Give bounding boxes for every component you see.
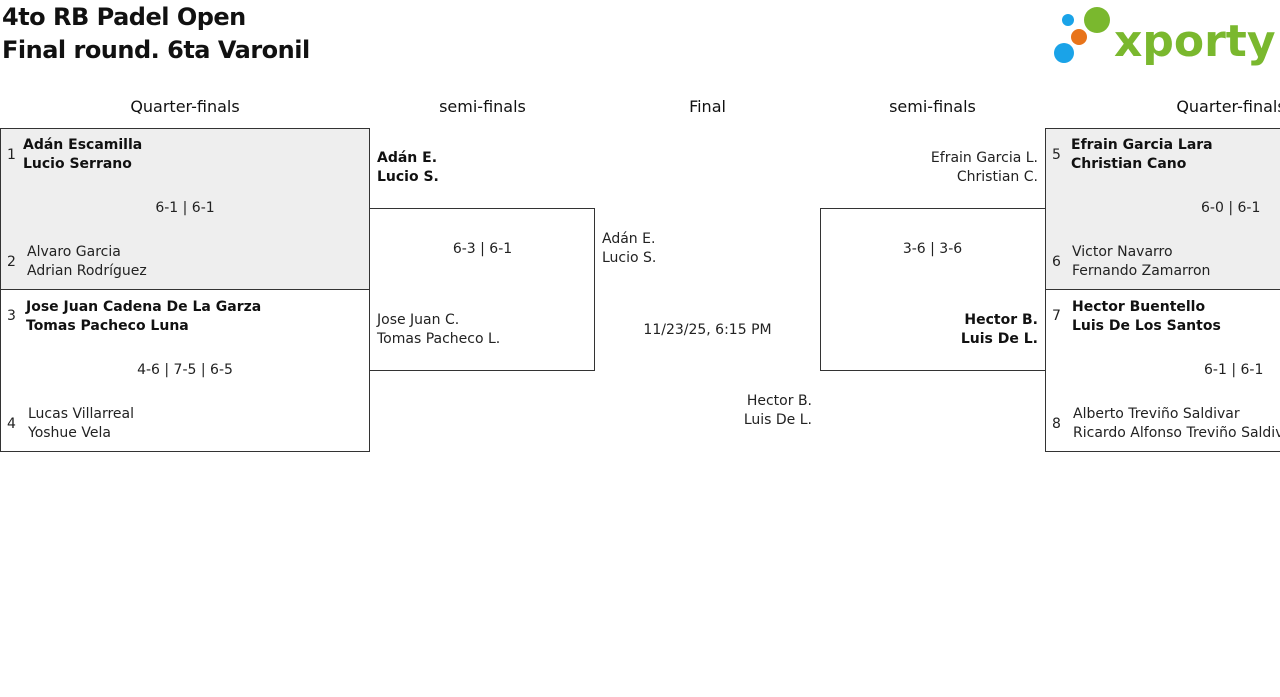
match-score: 6-1 | 6-1	[155, 200, 215, 216]
player-name: Hector Buentello	[1072, 299, 1206, 315]
header-left-semi-finals: semi-finals	[439, 97, 526, 116]
player-name: Christian C.	[956, 169, 1038, 185]
seed-number: 2	[7, 254, 16, 270]
final-datetime: 11/23/25, 6:15 PM	[643, 322, 772, 338]
player-name: Adán Escamilla	[23, 137, 143, 153]
match-card-sf1[interactable]	[369, 208, 595, 371]
player-name: Yoshue Vela	[28, 425, 111, 441]
seed-number: 3	[7, 308, 16, 324]
player-name: Fernando Zamarron	[1072, 263, 1211, 279]
player-name: Luis De L.	[743, 412, 812, 428]
seed-number: 8	[1052, 416, 1061, 432]
logo-dot-orange	[1071, 29, 1087, 45]
match-card-qf4[interactable]	[1045, 289, 1280, 452]
player-name: Adán E.	[377, 150, 438, 166]
match-card-qf1[interactable]	[0, 128, 370, 290]
header-final: Final	[689, 97, 726, 116]
logo-dot-blue-large	[1054, 43, 1074, 63]
logo-wordmark: xporty	[1114, 16, 1276, 66]
logo-dot-green	[1084, 7, 1110, 33]
seed-number: 6	[1052, 254, 1061, 270]
player-name: Lucas Villarreal	[28, 406, 135, 422]
seed-number: 5	[1052, 147, 1061, 163]
player-name: Luis De L.	[960, 331, 1038, 347]
player-name: Adrian Rodríguez	[27, 263, 147, 279]
player-name: Jose Juan C.	[377, 312, 460, 328]
player-name: Jose Juan Cadena De La Garza	[26, 299, 262, 315]
logo-dot-blue	[1062, 14, 1074, 26]
match-score: 6-0 | 6-1	[1201, 200, 1261, 216]
seed-number: 4	[7, 416, 16, 432]
player-name: Lucio Serrano	[23, 156, 132, 172]
seed-number: 1	[7, 147, 16, 163]
match-card-sf2[interactable]	[820, 208, 1046, 371]
player-name: Efrain Garcia L.	[930, 150, 1038, 166]
match-score: 6-3 | 6-1	[452, 241, 513, 257]
player-name: Tomas Pacheco L.	[377, 331, 501, 347]
player-name: Christian Cano	[1071, 156, 1187, 172]
match-card-qf3[interactable]	[1045, 128, 1280, 290]
match-score: 6-1 | 6-1	[1204, 362, 1264, 378]
player-name: Ricardo Alfonso Treviño Saldivar	[1073, 425, 1280, 441]
player-name: Victor Navarro	[1072, 244, 1173, 260]
header-right-quarter-finals: Quarter-finals	[1176, 97, 1280, 116]
player-name: Tomas Pacheco Luna	[26, 318, 189, 334]
header-right-semi-finals: semi-finals	[889, 97, 976, 116]
player-name: Alvaro Garcia	[27, 244, 121, 260]
match-score: 3-6 | 3-6	[902, 241, 963, 257]
round-title: Final round. 6ta Varonil	[2, 36, 310, 64]
player-name: Alberto Treviño Saldivar	[1073, 406, 1240, 422]
tournament-title: 4to RB Padel Open	[2, 3, 246, 31]
right-quarter-finals-column: 5 Efrain Garcia Lara Christian Cano 6-0 …	[1045, 128, 1280, 452]
player-name: Adán E.	[602, 231, 656, 247]
match-score: 4-6 | 7-5 | 6-5	[137, 362, 233, 378]
player-name: Lucio S.	[602, 250, 657, 266]
player-name: Hector B.	[746, 393, 812, 409]
header-left-quarter-finals: Quarter-finals	[130, 97, 240, 116]
player-name: Luis De Los Santos	[1072, 318, 1221, 334]
match-card-qf2[interactable]	[0, 289, 370, 452]
player-name: Hector B.	[964, 312, 1038, 328]
xporty-logo: xporty	[1054, 7, 1276, 66]
seed-number: 7	[1052, 308, 1061, 324]
player-name: Lucio S.	[377, 169, 439, 185]
player-name: Efrain Garcia Lara	[1071, 137, 1213, 153]
